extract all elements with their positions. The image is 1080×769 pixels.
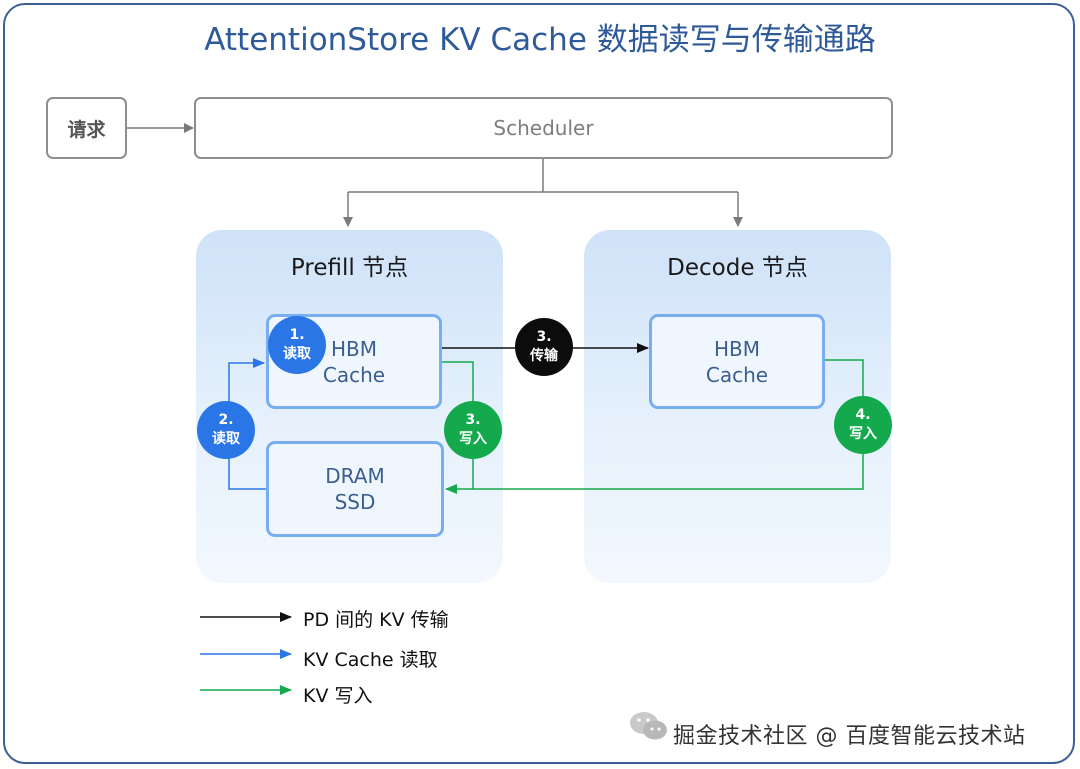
step-1-read-badge: 1. 读取 bbox=[268, 316, 326, 374]
request-box: 请求 bbox=[46, 97, 127, 159]
step-3-transfer-badge: 3. 传输 bbox=[515, 318, 573, 376]
decode-node-title: Decode 节点 bbox=[667, 255, 808, 281]
diagram-title: AttentionStore KV Cache 数据读写与传输通路 bbox=[204, 22, 876, 58]
decode-hbm-cache-box: HBM Cache bbox=[649, 314, 825, 409]
step-4-write-badge: 4. 写入 bbox=[834, 396, 892, 454]
prefill-dram-ssd-box: DRAM SSD bbox=[266, 441, 444, 537]
step-3-write-badge: 3. 写入 bbox=[444, 401, 502, 459]
step-2-read-badge: 2. 读取 bbox=[197, 401, 255, 459]
scheduler-box: Scheduler bbox=[194, 97, 893, 159]
legend-read-label: KV Cache 读取 bbox=[303, 649, 438, 671]
legend-transfer-label: PD 间的 KV 传输 bbox=[303, 609, 449, 631]
wechat-icon bbox=[630, 712, 667, 740]
prefill-node-title: Prefill 节点 bbox=[290, 255, 409, 281]
watermark-text: 掘金技术社区 @ 百度智能云技术站 bbox=[673, 724, 1026, 749]
legend-write-label: KV 写入 bbox=[303, 685, 373, 707]
scheduler-split-lines bbox=[348, 159, 738, 193]
